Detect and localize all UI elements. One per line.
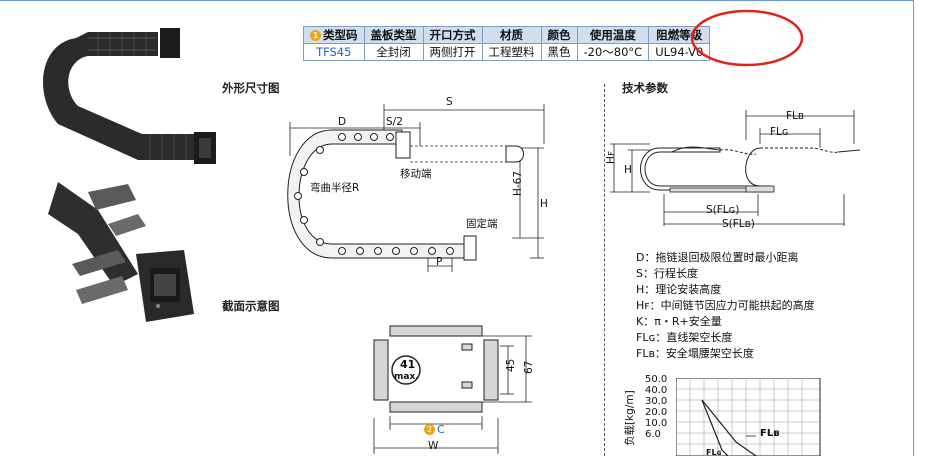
label-s-flg: S(FLɢ) (706, 204, 740, 216)
spec-data-row: TFS45 全封闭 两侧打开 工程塑料 黑色 -20～80°C UL94-V0 (303, 43, 711, 61)
chart-curve-label: FLʙ (760, 428, 780, 439)
legend-item: Hꜰ：中间链节因应力可能拱起的高度 (636, 299, 815, 312)
cell-temperature: -20～80°C (576, 43, 650, 61)
label-p: P (436, 256, 443, 268)
header-cover-type: 盖板类型 (363, 26, 424, 44)
legend-item: S：行程长度 (636, 267, 698, 280)
right-rule (913, 0, 914, 456)
chart-curve-label-2: FLɢ (706, 448, 722, 456)
legend-item: FLʙ：安全塌腰架空长度 (636, 347, 754, 360)
outline-drawing (287, 104, 545, 272)
label-s-flb: S(FLʙ) (722, 218, 755, 230)
tick-label: 30.0 (645, 396, 668, 407)
header-material: 材质 (481, 26, 542, 44)
badge-2: 2 (424, 424, 435, 435)
label-bend-radius: 弯曲半径R (310, 182, 360, 194)
cell-opening: 两侧打开 (422, 43, 483, 61)
legend-item: FLɢ：直线架空长度 (636, 331, 733, 344)
chart-ticks: 50.0 40.0 30.0 20.0 10.0 6.0 (645, 374, 667, 440)
tick-label: 6.0 (645, 429, 661, 440)
tick-label: 20.0 (645, 407, 668, 418)
badge-1: 1 (310, 30, 321, 41)
legend-item: H：理论安装高度 (636, 283, 722, 296)
title-section-view: 截面示意图 (222, 299, 280, 313)
title-outline: 外形尺寸图 (222, 81, 280, 95)
cell-color: 黑色 (540, 43, 578, 61)
label-s: S (446, 96, 453, 108)
product-photos (43, 28, 216, 322)
column-divider (604, 84, 605, 456)
opened-chain-photo (48, 182, 194, 322)
title-tech: 技术参数 (622, 81, 668, 95)
top-rule (0, 0, 913, 1)
parameter-legend: D：拖链退回极限位置时最小距离 S：行程长度 H：理论安装高度 Hꜰ：中间链节因… (636, 250, 815, 362)
header-color: 颜色 (540, 26, 578, 44)
header-temperature: 使用温度 (576, 26, 650, 44)
tick-label: 50.0 (645, 374, 668, 385)
label-hf: Hꜰ (605, 150, 617, 164)
label-max-value: 41 (400, 358, 416, 371)
chart-ylabel: 负载[kg/m] (624, 390, 636, 446)
label-d: D (338, 116, 347, 128)
drag-chain-photo (43, 28, 216, 164)
cell-cover-type: 全封闭 (363, 43, 424, 61)
label-moving-end: 移动端 (400, 168, 432, 180)
label-flg: FLɢ (770, 126, 789, 138)
label-fixed-end: 固定端 (466, 218, 498, 230)
label-h: H (540, 198, 548, 210)
label-dim-45: 45 (505, 358, 517, 372)
cell-material: 工程塑料 (481, 43, 542, 61)
section-drawing (373, 325, 532, 454)
label-max-suffix: max. (394, 372, 419, 382)
label-dim-67: 67 (523, 360, 535, 374)
label-flb: FLʙ (786, 110, 804, 122)
tech-drawing (610, 110, 861, 226)
tick-label: 40.0 (645, 385, 668, 396)
legend-item: K：π・R+安全量 (636, 315, 722, 328)
legend-item: D：拖链退回极限位置时最小距离 (636, 251, 799, 264)
label-h67: H-67 (512, 170, 524, 196)
tick-label: 10.0 (645, 418, 668, 429)
label-w: W (428, 440, 439, 452)
label-s-half: S/2 (386, 116, 403, 128)
load-chart (676, 378, 821, 456)
label-tech-h: H (624, 164, 632, 176)
header-opening: 开口方式 (422, 26, 483, 44)
highlight-ellipse (690, 9, 804, 67)
cell-type-code: TFS45 (303, 43, 365, 61)
